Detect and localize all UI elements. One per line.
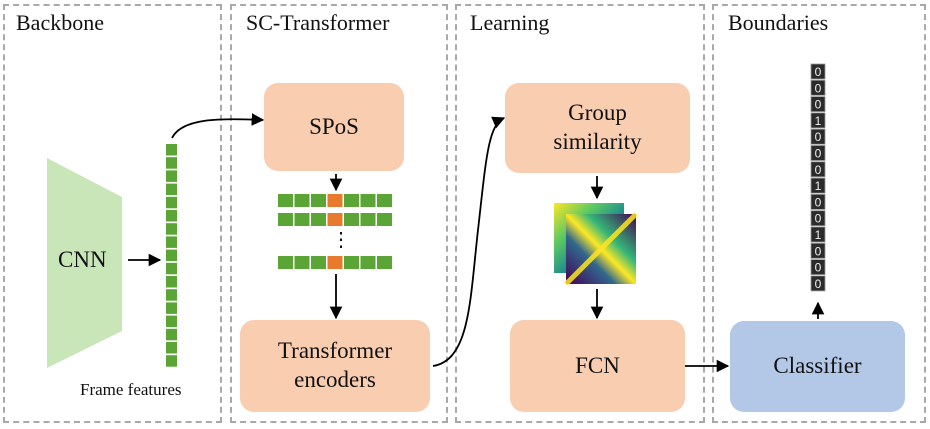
token-cell-highlight [327,256,343,269]
frame-feature-cell [166,315,177,328]
token-cell [294,256,310,269]
boundary-bit-cell [810,63,826,80]
token-cell [294,213,310,226]
frame-features-label: Frame features [80,380,182,399]
boundary-bit-label: 1 [815,179,822,193]
spos-box: SPoS [264,83,404,171]
arrow-encoder-to-group [432,116,506,367]
boundary-bit-cell [810,112,826,129]
ellipsis: ⋮ [331,229,351,251]
token-cell [311,194,326,207]
boundary-bit-cell [810,145,826,161]
frame-feature-cell [166,342,177,354]
panel-title-learning: Learning [470,10,550,35]
classifier-label: Classifier [773,353,862,379]
boundary-bit-cell [810,226,826,243]
token-cell [294,194,310,207]
frame-feature-cell [166,302,177,314]
boundary-bit-label: 1 [815,114,822,128]
boundary-bit-cell [810,210,826,227]
token-rows [278,194,392,269]
panel-title-backbone: Backbone [16,10,104,35]
frame-feature-column [166,144,177,367]
boundary-bit-label: 1 [815,228,822,242]
boundary-bit-cell [810,96,826,112]
frame-feature-cell [166,249,177,262]
boundary-bit-label: 0 [815,65,822,79]
token-cell [278,194,293,207]
panel-learning [455,4,705,423]
classifier-box: Classifier [730,321,905,412]
boundary-bit-label: 0 [815,81,822,95]
boundary-bit-label: 0 [815,277,822,291]
token-cell [311,213,326,226]
boundary-bit-label: 0 [815,261,822,275]
boundary-bit-cell [810,193,826,210]
frame-feature-cell [166,262,177,275]
transformer-encoder-box: Transformer encoders [240,320,430,412]
panel-title-sc-transformer: SC-Transformer [246,10,390,35]
panel-boundaries [712,4,926,423]
token-cell [377,256,392,269]
frame-feature-cell [166,196,177,209]
fcn-box: FCN [510,320,685,412]
token-cell-highlight [327,194,343,207]
token-cell-highlight [327,213,343,226]
boundary-bit-cell [810,79,826,96]
panel-title-boundaries: Boundaries [728,10,829,35]
token-cell [344,256,359,269]
boundary-bit-label: 0 [815,147,822,161]
panel-backbone [3,4,222,423]
boundary-bit-label: 0 [815,98,822,112]
frame-feature-cell [166,223,177,235]
boundary-bit-cell [810,242,826,259]
panel-sc-transformer [230,4,448,423]
group-similarity-label: Group similarity [553,100,642,154]
boundary-bit-cell [810,161,826,178]
spos-label: SPoS [309,113,359,139]
token-cell [360,213,376,226]
boundary-bit-column: 0 0 0 1 0 0 0 1 0 0 1 0 0 0 [810,63,826,292]
frame-feature-cell [166,210,177,222]
frame-feature-cell [166,183,177,196]
group-similarity-box: Group similarity [505,83,690,173]
token-cell [344,213,359,226]
token-cell [344,194,359,207]
frame-feature-cell [166,276,177,288]
token-cell [311,256,326,269]
fcn-label: FCN [575,352,620,378]
frame-feature-cell [166,236,177,248]
token-cell [278,256,293,269]
boundary-bit-label: 0 [815,130,822,144]
boundary-bit-label: 0 [815,195,822,209]
token-cell [278,213,293,226]
boundary-bit-label: 0 [815,163,822,177]
boundary-bit-cell [810,259,826,276]
frame-feature-cell [166,157,177,169]
boundary-bit-cell [810,275,826,292]
token-cell [360,256,376,269]
frame-feature-cell [166,144,177,156]
cnn-label: CNN [58,247,107,272]
boundary-bit-cell [810,177,826,194]
frame-feature-cell [166,170,177,182]
boundary-bit-cell [810,128,826,145]
transformer-encoder-label: Transformer encoders [277,338,393,392]
frame-feature-cell [166,289,177,301]
token-cell [377,194,392,207]
frame-feature-cell [166,328,177,341]
frame-feature-cell [166,355,177,367]
token-cell [360,194,376,207]
arrow-features-to-spos [171,113,265,139]
boundary-bit-label: 0 [815,212,822,226]
boundary-bit-label: 0 [815,244,822,258]
token-cell [377,213,392,226]
cnn-trapezoid [47,158,122,368]
